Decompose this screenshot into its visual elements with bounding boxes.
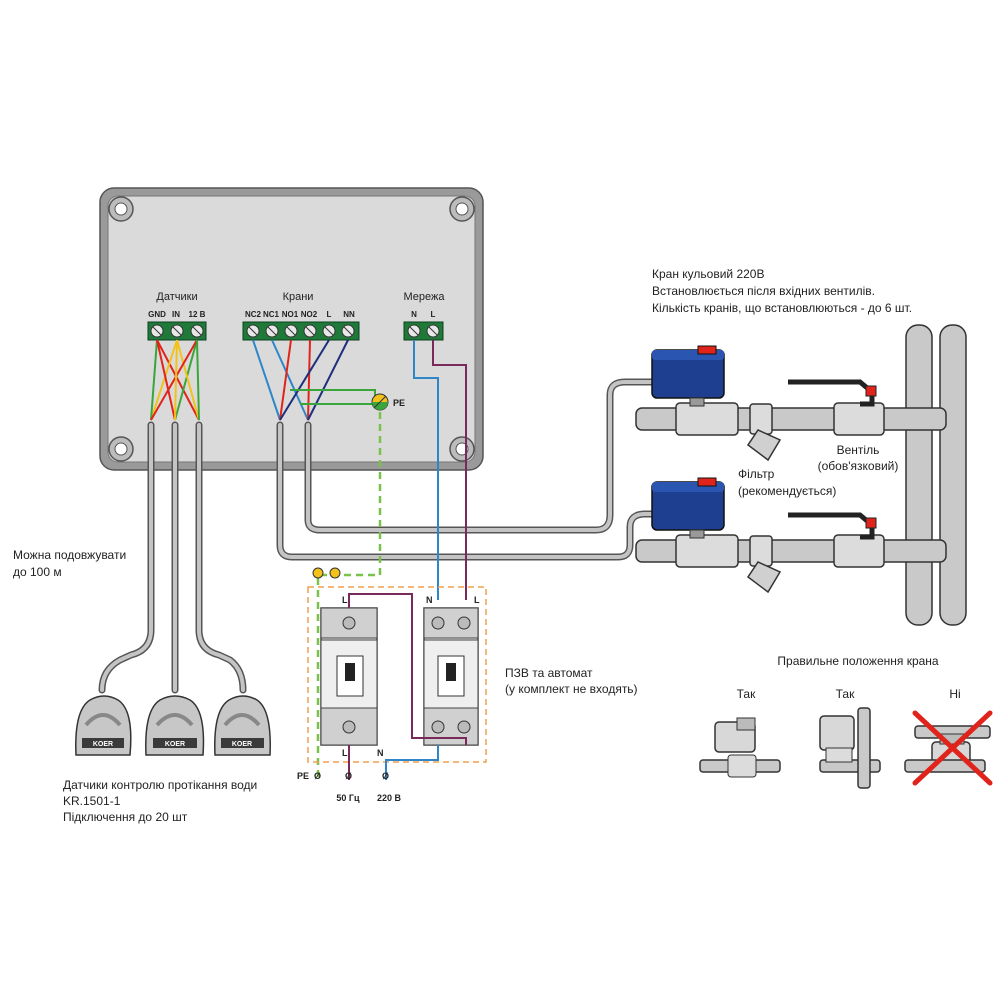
breaker-right-top-n-label: N <box>426 595 433 605</box>
terminal-label-in: IN <box>172 310 180 319</box>
terminal-label-gnd: GND <box>148 310 166 319</box>
valve-note-line1: Кран кульовий 220В <box>652 267 765 281</box>
mains-l-wire <box>432 340 467 600</box>
cross-mark-icon <box>912 710 993 786</box>
sensor-wires <box>150 339 200 421</box>
pe-terminal-symbols <box>312 567 341 579</box>
terminal-label-mains-l: L <box>431 310 436 319</box>
supply-pe-label: PE <box>297 771 309 781</box>
terminal-label-no2: NO2 <box>301 310 318 319</box>
valve-wires <box>252 339 376 421</box>
mount-hole-br <box>449 436 475 462</box>
position-example-horizontal <box>699 717 781 778</box>
leak-sensor-1 <box>75 695 132 756</box>
filter-note-line1: Фільтр <box>738 467 775 481</box>
sensors-note-line2: KR.1501-1 <box>63 794 121 808</box>
breaker-frame <box>307 586 487 763</box>
breaker-right <box>423 607 479 746</box>
position-ok2-label: Так <box>836 687 855 701</box>
valve-note-line2: Встановлюється після вхідних вентилів. <box>652 284 875 298</box>
breaker-note-line2: (у комплект не входять) <box>505 682 638 696</box>
breaker-l-link-wire <box>348 593 467 745</box>
terminal-label-mains-n: N <box>411 310 417 319</box>
leak-sensor-2 <box>145 695 205 756</box>
mount-hole-bl <box>108 436 134 462</box>
position-example-upright <box>819 707 881 789</box>
mount-hole-tl <box>108 196 134 222</box>
mains-n-wire <box>413 340 439 600</box>
breaker-left-bottom-label: L <box>342 748 348 758</box>
supply-terminal-l: Ø <box>345 771 352 781</box>
sensors-note-line3: Підключення до 20 шт <box>63 810 188 824</box>
position-ok1-label: Так <box>737 687 756 701</box>
breaker-left-top-label: L <box>342 595 348 605</box>
terminal-label-nc2: NC2 <box>245 310 262 319</box>
leak-sensor-2-brand: KOER <box>165 741 185 748</box>
supply-terminal-n: Ø <box>382 771 389 781</box>
vertical-pipes <box>905 324 967 626</box>
valve-cable-lower <box>276 421 664 561</box>
valve-actuator-upper <box>651 345 725 407</box>
valve-handle-lower <box>788 512 877 540</box>
breaker-left <box>320 607 378 746</box>
sensors-group-label: Датчики <box>156 291 197 303</box>
breaker-right-bottom-label: N <box>377 748 384 758</box>
shutoff-valve-line2: (обов'язковий) <box>818 459 899 473</box>
pe-label: PE <box>393 398 405 408</box>
sensors-note-line1: Датчики контролю протікання води <box>63 778 257 792</box>
extend-note-line2: до 100 м <box>13 565 62 579</box>
supply-voltage: 220 В <box>377 793 402 803</box>
terminal-label-nc1: NC1 <box>263 310 280 319</box>
valve-cable-upper <box>304 378 664 534</box>
terminal-block-valves <box>242 321 360 341</box>
terminal-label-12v: 12 B <box>189 310 206 319</box>
terminal-block-mains <box>403 321 444 341</box>
terminal-label-l: L <box>327 310 332 319</box>
breaker-right-top-l-label: L <box>474 595 480 605</box>
filter-note-line2: (рекомендується) <box>738 484 836 498</box>
extend-note-line1: Можна подовжувати <box>13 548 126 562</box>
position-no-label: Ні <box>949 687 960 701</box>
pipe-run-upper <box>635 402 947 462</box>
terminal-block-sensors <box>147 321 207 341</box>
valves-group-label: Крани <box>283 291 314 303</box>
terminal-label-no1: NO1 <box>282 310 299 319</box>
mains-group-label: Мережа <box>404 291 446 303</box>
mount-hole-tr <box>449 196 475 222</box>
shutoff-valve-line1: Вентіль <box>837 443 880 457</box>
supply-frequency: 50 Гц <box>336 793 360 803</box>
position-example-wrong <box>904 725 991 773</box>
breaker-n-bottom-wire <box>385 745 439 780</box>
pipe-run-lower <box>635 534 947 594</box>
valve-actuator-lower <box>651 477 725 539</box>
leak-sensor-3 <box>214 695 271 756</box>
leak-sensor-1-brand: KOER <box>93 741 113 748</box>
position-title: Правильне положення крана <box>777 654 939 668</box>
supply-terminal-pe: Ø <box>314 771 321 781</box>
pe-ground-symbol <box>371 393 389 411</box>
valve-note-line3: Кількість кранів, що встановлюються - до… <box>652 301 912 315</box>
valve-handle-upper <box>788 379 877 407</box>
breaker-note-line1: ПЗВ та автомат <box>505 666 593 680</box>
leak-sensor-3-brand: KOER <box>232 741 252 748</box>
terminal-label-nn: NN <box>343 310 355 319</box>
controller-enclosure: Датчики Крани Мережа GND IN 12 B NC2 NC1… <box>99 187 484 471</box>
pe-dashed-wire <box>316 412 382 780</box>
sensor-cables <box>98 421 247 694</box>
